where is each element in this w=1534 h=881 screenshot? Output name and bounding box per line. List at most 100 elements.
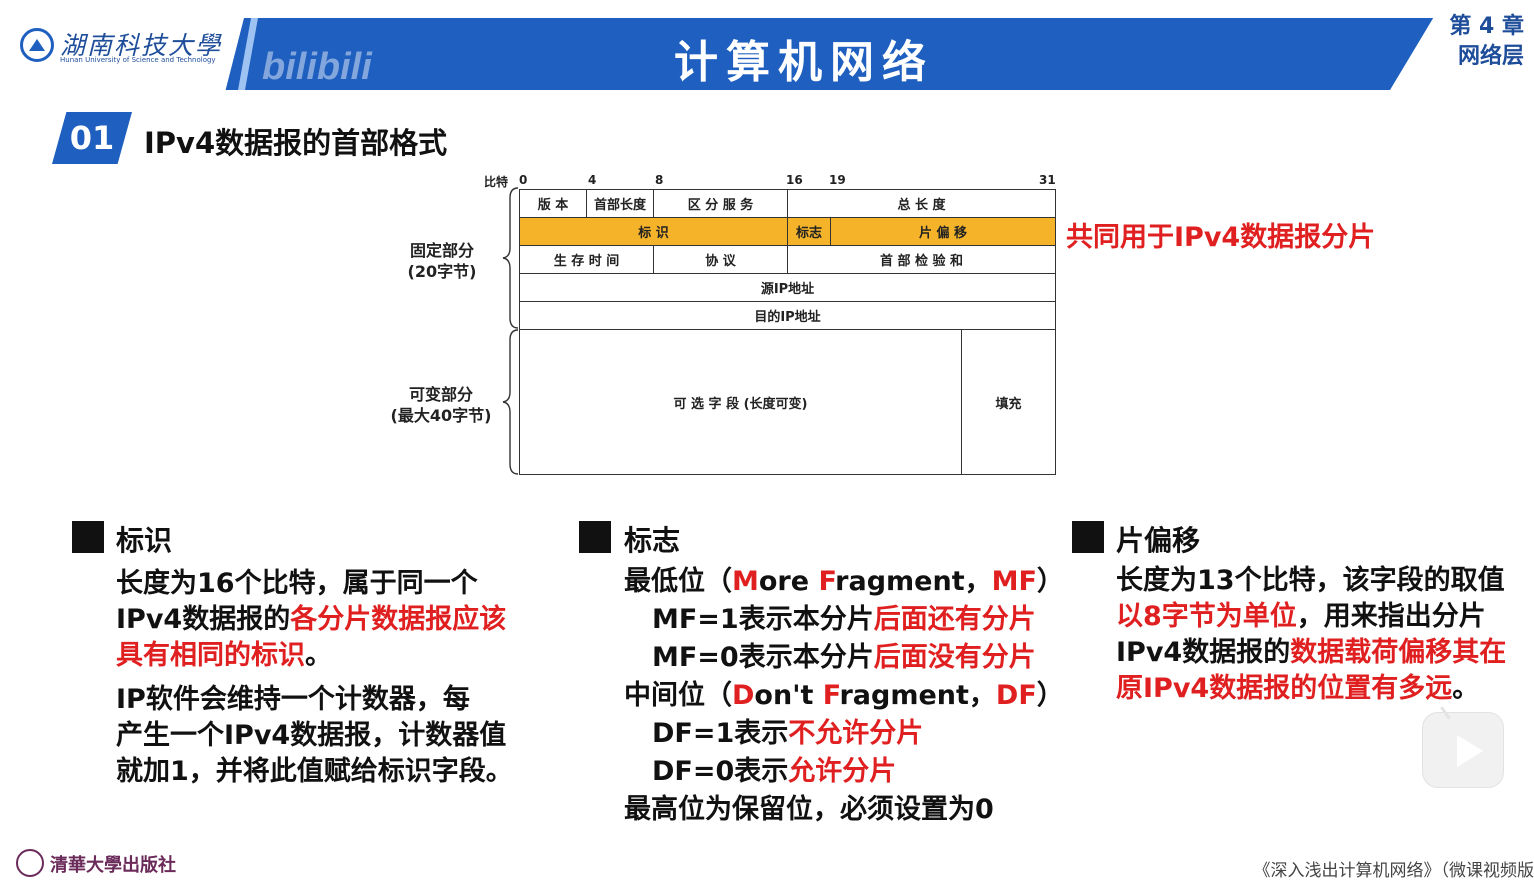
text-span: ） [1036, 566, 1064, 597]
bit-0: 0 [519, 173, 528, 187]
field-padding: 填充 [961, 329, 1056, 475]
text-span: IPv4数据报的 [1116, 637, 1291, 668]
variable-part-brace [502, 329, 519, 475]
mf1-line: MF=1表示本分片后面还有分片 [624, 601, 1064, 639]
fixed-part-brace [502, 187, 519, 329]
university-seal-icon [20, 28, 54, 62]
flags-desc: 最低位（More Fragment，MF） MF=1表示本分片后面还有分片 MF… [624, 563, 1064, 829]
fragment-offset-title: 片偏移 [1116, 524, 1201, 557]
highlight-text: 数据载荷偏移其在 [1290, 637, 1507, 668]
variable-part-line2: (最大40字节) [390, 406, 492, 425]
highlight-text: 以8字节为单位 [1116, 601, 1297, 632]
university-name-en: Hunan University of Science and Technolo… [60, 56, 216, 64]
text-span: ragment， [839, 680, 996, 711]
bit-8: 8 [655, 173, 664, 187]
publisher-logo-icon [16, 849, 44, 877]
highlight-text: 后面没有分片 [873, 642, 1036, 673]
text-span: 。 [1452, 673, 1480, 704]
fixed-part-label: 固定部分 (20字节) [390, 240, 494, 282]
mf-bit-line: 最低位（More Fragment，MF） [624, 563, 1064, 601]
identification-counter-desc: IP软件会维持一个计数器，每 产生一个IPv4数据报，计数器值 就加1，并将此值… [116, 682, 536, 790]
section-title: IPv4数据报的首部格式 [144, 126, 448, 160]
text-span: 。 [305, 640, 332, 671]
offset-line: 长度为13个比特，该字段的取值 [1116, 565, 1505, 596]
offset-line: 原IPv4数据报的位置有多远。 [1116, 671, 1526, 707]
highlight-text: 不允许分片 [788, 718, 924, 749]
text-span: 中间位（ [624, 680, 732, 711]
field-diffserv: 区 分 服 务 [653, 189, 788, 218]
bilibili-watermark: bilibili [262, 46, 372, 88]
highlight-text: 允许分片 [788, 756, 897, 787]
identification-title: 标识 [116, 524, 173, 557]
watermark-text: 湖科大教书匠 [42, 71, 186, 97]
diagram-braces [502, 187, 519, 475]
field-options: 可 选 字 段 (长度可变) [519, 329, 962, 475]
highlight-text: 后面还有分片 [873, 604, 1036, 635]
reserved-bit-line: 最高位为保留位，必须设置为0 [624, 794, 994, 825]
counter-line: 就加1，并将此值赋给标识字段。 [116, 756, 513, 787]
text-span: ore [758, 566, 819, 597]
text-span: ，用来指出分片 [1296, 601, 1486, 632]
fragmentation-note: 共同用于IPv4数据报分片 [1066, 222, 1376, 253]
text-span: 最低位（ [624, 566, 732, 597]
book-title: 《深入浅出计算机网络》（微课视频版 [1253, 861, 1534, 881]
field-total-length: 总 长 度 [787, 189, 1056, 218]
bit-31: 31 [1039, 173, 1056, 187]
field-version: 版 本 [519, 189, 587, 218]
identification-line: 具有相同的标识。 [116, 638, 536, 674]
identification-line: IPv4数据报的各分片数据报应该 [116, 602, 536, 638]
identification-line: 长度为16个比特，属于同一个 [116, 568, 478, 599]
df1-line: DF=1表示不允许分片 [624, 715, 1064, 753]
field-protocol: 协 议 [653, 245, 788, 274]
play-button-icon[interactable] [1422, 712, 1504, 788]
text-span: DF=0表示 [652, 756, 789, 787]
header-bar: 湖南科技大學 Hunan University of Science and T… [14, 18, 1534, 97]
text-span: MF=0表示本分片 [652, 642, 874, 673]
offset-line: 以8字节为单位，用来指出分片 [1116, 599, 1526, 635]
course-title: 计算机网络 [674, 37, 934, 88]
text-span: on't [754, 680, 823, 711]
bit-16: 16 [786, 173, 803, 187]
counter-line: 产生一个IPv4数据报，计数器值 [116, 720, 507, 751]
bit-label: 比特 [484, 175, 509, 189]
counter-line: IP软件会维持一个计数器，每 [116, 684, 470, 715]
bit-4: 4 [588, 173, 597, 187]
field-header-checksum: 首 部 检 验 和 [787, 245, 1056, 274]
field-header-length: 首部长度 [586, 189, 654, 218]
mf0-line: MF=0表示本分片后面没有分片 [624, 639, 1064, 677]
flags-title: 标志 [624, 524, 681, 557]
university-logo: 湖南科技大學 Hunan University of Science and T… [14, 18, 244, 90]
text-span: MF=1表示本分片 [652, 604, 874, 635]
highlight-text: 原IPv4数据报的位置有多远 [1116, 673, 1453, 704]
university-name-cn: 湖南科技大學 [60, 31, 223, 60]
fixed-part-line1: 固定部分 [409, 241, 474, 260]
field-destination-ip: 目的IP地址 [519, 301, 1056, 330]
text-span: ） [1036, 680, 1064, 711]
section-badge: 01 [52, 112, 132, 164]
chapter-name: 网络层 [1457, 44, 1524, 69]
field-source-ip: 源IP地址 [519, 273, 1056, 302]
highlight-text: 各分片数据报应该 [290, 604, 507, 635]
bullet-square-icon [72, 521, 104, 553]
bit-19: 19 [829, 173, 846, 187]
fixed-part-line2: (20字节) [407, 262, 477, 281]
field-ttl: 生 存 时 间 [519, 245, 654, 274]
highlight-text: D [732, 680, 755, 711]
field-fragment-offset: 片 偏 移 [830, 217, 1056, 246]
identification-desc: 长度为16个比特，属于同一个 IPv4数据报的各分片数据报应该 具有相同的标识。 [116, 566, 536, 674]
highlight-text: 具有相同的标识 [116, 640, 305, 671]
variable-part-label: 可变部分 (最大40字节) [384, 384, 498, 426]
chapter-number: 第 4 章 [1449, 14, 1524, 39]
offset-line: IPv4数据报的数据载荷偏移其在 [1116, 635, 1526, 671]
bullet-square-icon [579, 521, 611, 553]
field-flags: 标志 [787, 217, 831, 246]
highlight-text: F [818, 566, 836, 597]
text-span: IPv4数据报的 [116, 604, 291, 635]
variable-part-line1: 可变部分 [408, 385, 473, 404]
bullet-square-icon [1072, 521, 1104, 553]
highlight-text: M [732, 566, 759, 597]
fragment-offset-desc: 长度为13个比特，该字段的取值 以8字节为单位，用来指出分片 IPv4数据报的数… [1116, 563, 1526, 707]
text-span: ragment， [835, 566, 992, 597]
publisher-name: 清華大學出版社 [50, 855, 176, 876]
highlight-text: DF [995, 680, 1037, 711]
